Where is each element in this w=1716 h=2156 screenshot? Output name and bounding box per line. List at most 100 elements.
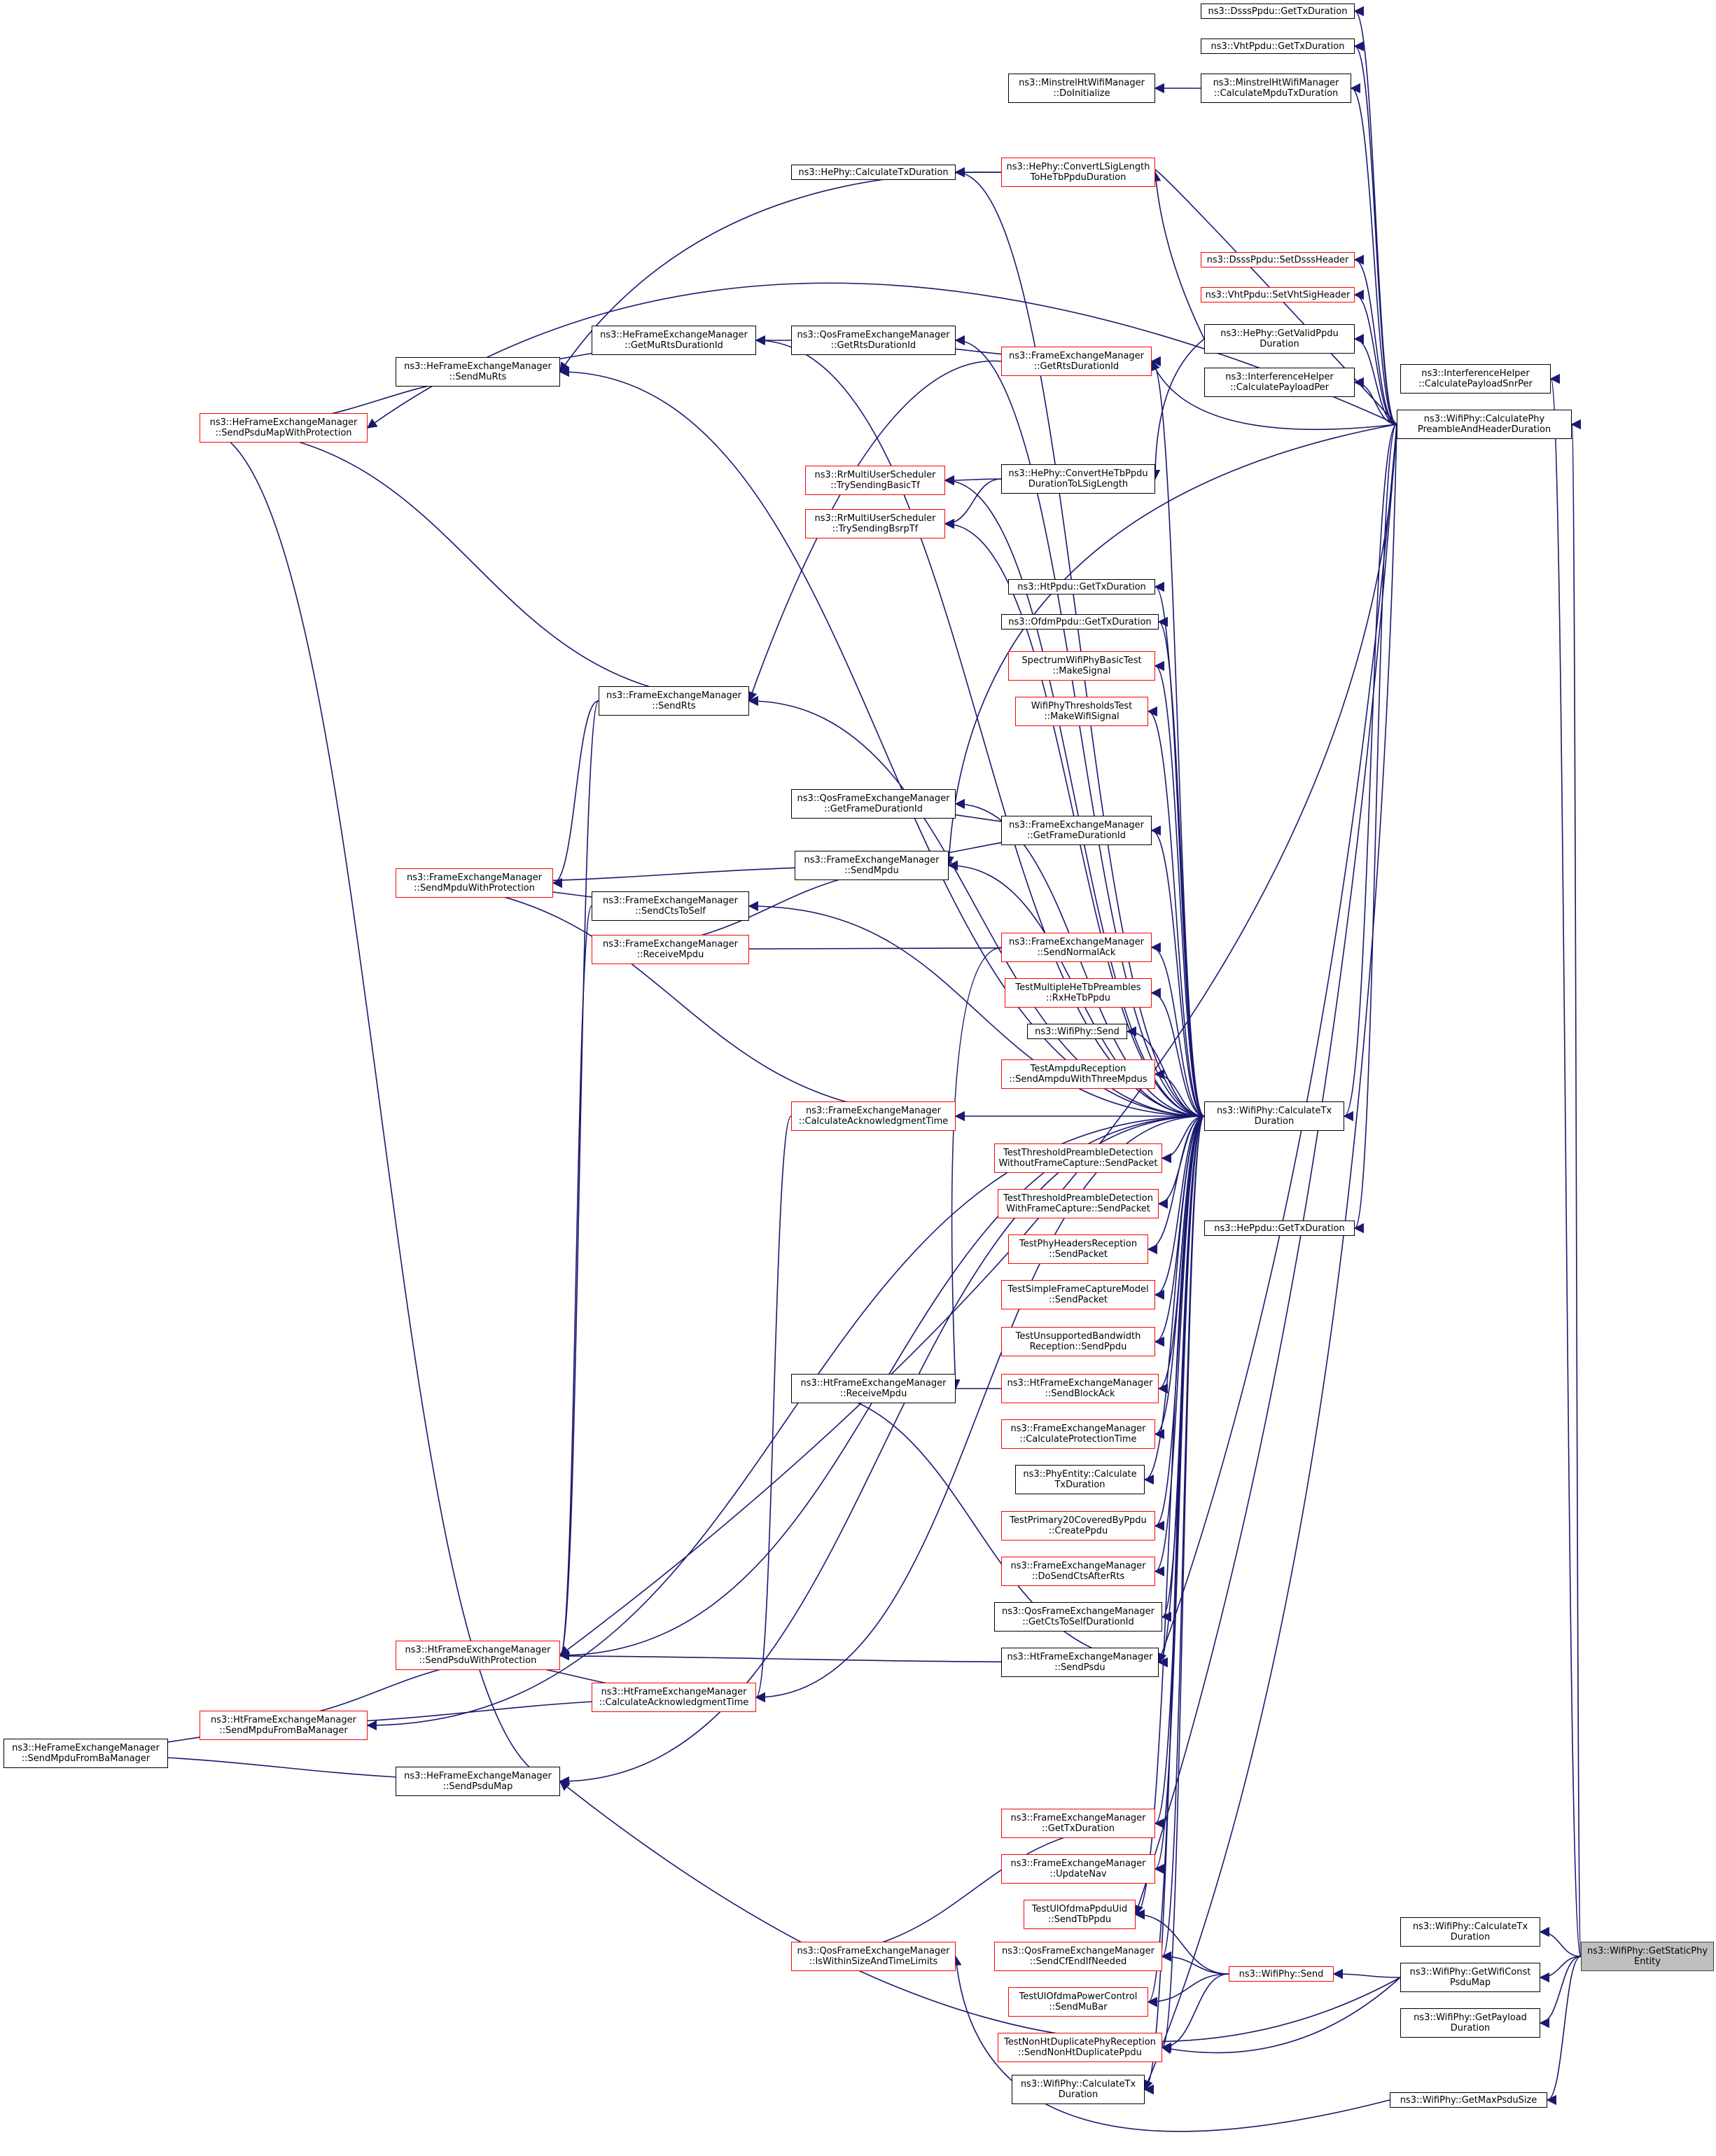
node-fem-gettxd[interactable]: ns3::FrameExchangeManager::GetTxDuration [1001,1809,1155,1838]
node-fem-updatenav[interactable]: ns3::FrameExchangeManager::UpdateNav [1001,1854,1155,1884]
node-label-line: ::SendMpduFromBaManager [21,1753,151,1764]
node-fem-sendnormalack[interactable]: ns3::FrameExchangeManager::SendNormalAck [1001,933,1152,962]
node-label-line: ::SendNonHtDuplicatePpdu [1018,2047,1142,2058]
node-test-ulofdma-uid[interactable]: TestUlOfdmaPpduUid::SendTbPpdu [1024,1900,1136,1929]
node-fem-sendmpduwp[interactable]: ns3::FrameExchangeManager::SendMpduWithP… [396,868,553,898]
node-he-sendpsdumapwp[interactable]: ns3::HeFrameExchangeManager::SendPsduMap… [200,413,368,443]
node-ht-sendmpdufromba[interactable]: ns3::HtFrameExchangeManager::SendMpduFro… [200,1711,368,1740]
node-hephy-calc-txd[interactable]: ns3::HePhy::CalculateTxDuration [791,165,956,180]
node-label-line: Duration [1450,2023,1491,2033]
node-vht-setsig[interactable]: ns3::VhtPpdu::SetVhtSigHeader [1201,287,1355,302]
node-minstrel-init[interactable]: ns3::MinstrelHtWifiManager::DoInitialize [1008,74,1155,103]
node-thresholds-make[interactable]: WifiPhyThresholdsTest::MakeWifiSignal [1015,697,1148,726]
node-qos-getrts[interactable]: ns3::QosFrameExchangeManager::GetRtsDura… [791,326,956,355]
node-ht-recvmpdu[interactable]: ns3::HtFrameExchangeManager::ReceiveMpdu [791,1374,956,1403]
node-fem-calcprot[interactable]: ns3::FrameExchangeManager::CalculateProt… [1001,1419,1155,1449]
node-dsss-setheader[interactable]: ns3::DsssPpdu::SetDsssHeader [1201,252,1355,267]
edge-test-simplefc-to-wifiphy-calctx [1154,1115,1205,1300]
node-qos-iswithin[interactable]: ns3::QosFrameExchangeManager::IsWithinSi… [791,1942,956,1971]
node-ht-sendblockack[interactable]: ns3::HtFrameExchangeManager::SendBlockAc… [1001,1374,1159,1403]
edge-vht-setsig-to-wifiphy-preamble [1353,289,1397,425]
node-test-ampdu[interactable]: TestAmpduReception::SendAmpduWithThreeMp… [1001,1059,1155,1089]
node-ht-sendpsduwp[interactable]: ns3::HtFrameExchangeManager::SendPsduWit… [396,1641,560,1670]
node-test-multihe[interactable]: TestMultipleHeTbPreambles::RxHeTbPpdu [1005,978,1152,1008]
node-dsss-txd[interactable]: ns3::DsssPpdu::GetTxDuration [1201,4,1355,19]
node-wifiphy-send-b[interactable]: ns3::WifiPhy::Send [1229,1966,1334,1982]
edge-ht-sendpsduwp-to-fem-sendcts [559,905,592,1660]
node-label-line: ::CalculateAcknowledgmentTime [798,1116,949,1127]
node-ht-txd[interactable]: ns3::HtPpdu::GetTxDuration [1008,579,1155,594]
node-label-line: ::CreatePpdu [1048,1526,1108,1536]
node-test-nonht[interactable]: TestNonHtDuplicatePhyReception::SendNonH… [998,2033,1162,2062]
node-interf-calc[interactable]: ns3::InterferenceHelper::CalculatePayloa… [1204,368,1355,397]
node-fem-sendmpdu[interactable]: ns3::FrameExchangeManager::SendMpdu [795,851,949,880]
node-qos-sendcfend[interactable]: ns3::QosFrameExchangeManager::SendCfEndI… [994,1942,1162,1971]
edge-fem-calcprot-to-wifiphy-calctx [1154,1115,1205,1440]
edge-ht-sendpsduwp-to-fem-sendrts [559,700,599,1660]
edge-test-ulofdma-uid-to-wifiphy-preamble [1133,424,1397,1916]
node-label-line: ns3::FrameExchangeManager [804,855,940,865]
node-label-line: ::SendCfEndIfNeeded [1029,1956,1127,1967]
edge-he-sendpsdumap-to-he-sendpsdumapwp [199,427,561,1787]
edge-fem-sendmpduwp-to-fem-sendrts [552,700,599,889]
node-test-simplefc[interactable]: TestSimpleFrameCaptureModel::SendPacket [1001,1280,1155,1309]
node-hepdu-txd[interactable]: ns3::HePpdu::GetTxDuration [1204,1220,1355,1236]
node-wifiphy-send-a[interactable]: ns3::WifiPhy::Send [1027,1024,1127,1039]
node-vht-txd[interactable]: ns3::VhtPpdu::GetTxDuration [1201,39,1355,54]
node-label-line: SpectrumWifiPhyBasicTest [1021,655,1142,666]
node-label-line: ::GetTxDuration [1041,1823,1115,1834]
node-label-line: ::CalculatePayloadSnrPer [1418,379,1533,389]
node-fem-recvmpdu[interactable]: ns3::FrameExchangeManager::ReceiveMpdu [592,935,749,964]
node-he-sendmpdufromba[interactable]: ns3::HeFrameExchangeManager::SendMpduFro… [4,1739,168,1768]
node-wifiphy-maxpsdu[interactable]: ns3::WifiPhy::GetMaxPsduSize [1390,2092,1547,2108]
node-fem-calcack[interactable]: ns3::FrameExchangeManager::CalculateAckn… [791,1101,956,1131]
node-ofdm-txd[interactable]: ns3::OfdmPpdu::GetTxDuration [1001,614,1159,630]
edge-spectrum-make-to-wifiphy-calctx [1154,661,1205,1117]
node-test-ulofdma-pc[interactable]: TestUlOfdmaPowerControl::SendMuBar [1008,1987,1148,2017]
node-he-getmurts[interactable]: ns3::HeFrameExchangeManager::GetMuRtsDur… [592,326,756,355]
node-spectrum-make[interactable]: SpectrumWifiPhyBasicTest::MakeSignal [1008,651,1155,681]
node-label-line: ns3::QosFrameExchangeManager [1001,1606,1155,1617]
node-label-line: ::UpdateNav [1049,1869,1107,1879]
node-rr-basictf[interactable]: ns3::RrMultiUserScheduler::TrySendingBas… [805,466,945,495]
node-label-line: ns3::WifiPhy::CalculateTx [1020,2079,1136,2089]
node-label-line: ns3::WifiPhy::GetStaticPhy [1586,1946,1708,1956]
node-test-phyhdr[interactable]: TestPhyHeadersReception::SendPacket [1008,1235,1148,1264]
node-rr-bsrptf[interactable]: ns3::RrMultiUserScheduler::TrySendingBsr… [805,509,945,538]
edge-wifiphy-send-b-to-wifiphy-getconst [1332,1968,1401,1980]
edge-fem-sendrts-to-fem-getrts [747,360,1002,702]
node-minstrel-calc[interactable]: ns3::MinstrelHtWifiManager::CalculateMpd… [1201,74,1351,103]
node-interf-snr[interactable]: ns3::InterferenceHelper::CalculatePayloa… [1400,364,1551,394]
node-fem-getframe[interactable]: ns3::FrameExchangeManager::GetFrameDurat… [1001,816,1152,845]
node-qos-getcts[interactable]: ns3::QosFrameExchangeManager::GetCtsToSe… [994,1602,1162,1632]
node-label-line: TxDuration [1054,1480,1105,1490]
node-fem-dosendcts[interactable]: ns3::FrameExchangeManager::DoSendCtsAfte… [1001,1557,1155,1586]
node-fem-sendcts[interactable]: ns3::FrameExchangeManager::SendCtsToSelf [592,891,749,921]
node-label-line: ::TrySendingBsrpTf [832,524,919,534]
node-label-line: Duration [1058,2089,1098,2100]
node-fem-sendrts[interactable]: ns3::FrameExchangeManager::SendRts [599,686,749,716]
node-he-sendpsdumap[interactable]: ns3::HeFrameExchangeManager::SendPsduMap [396,1767,560,1796]
node-qos-getframe[interactable]: ns3::QosFrameExchangeManager::GetFrameDu… [791,789,956,819]
node-ht-sendpsdu[interactable]: ns3::HtFrameExchangeManager::SendPsdu [1001,1648,1159,1677]
node-test-prim20[interactable]: TestPrimary20CoveredByPpdu::CreatePpdu [1001,1511,1155,1541]
node-he-sendmurts[interactable]: ns3::HeFrameExchangeManager::SendMuRts [396,357,560,387]
node-fem-getrts[interactable]: ns3::FrameExchangeManager::GetRtsDuratio… [1001,347,1152,376]
node-label-line: ::SendMuRts [449,372,507,382]
node-ht-calcack[interactable]: ns3::HtFrameExchangeManager::CalculateAc… [592,1683,756,1712]
node-label-line: ns3::HePhy::ConvertHeTbPpdu [1008,468,1148,479]
